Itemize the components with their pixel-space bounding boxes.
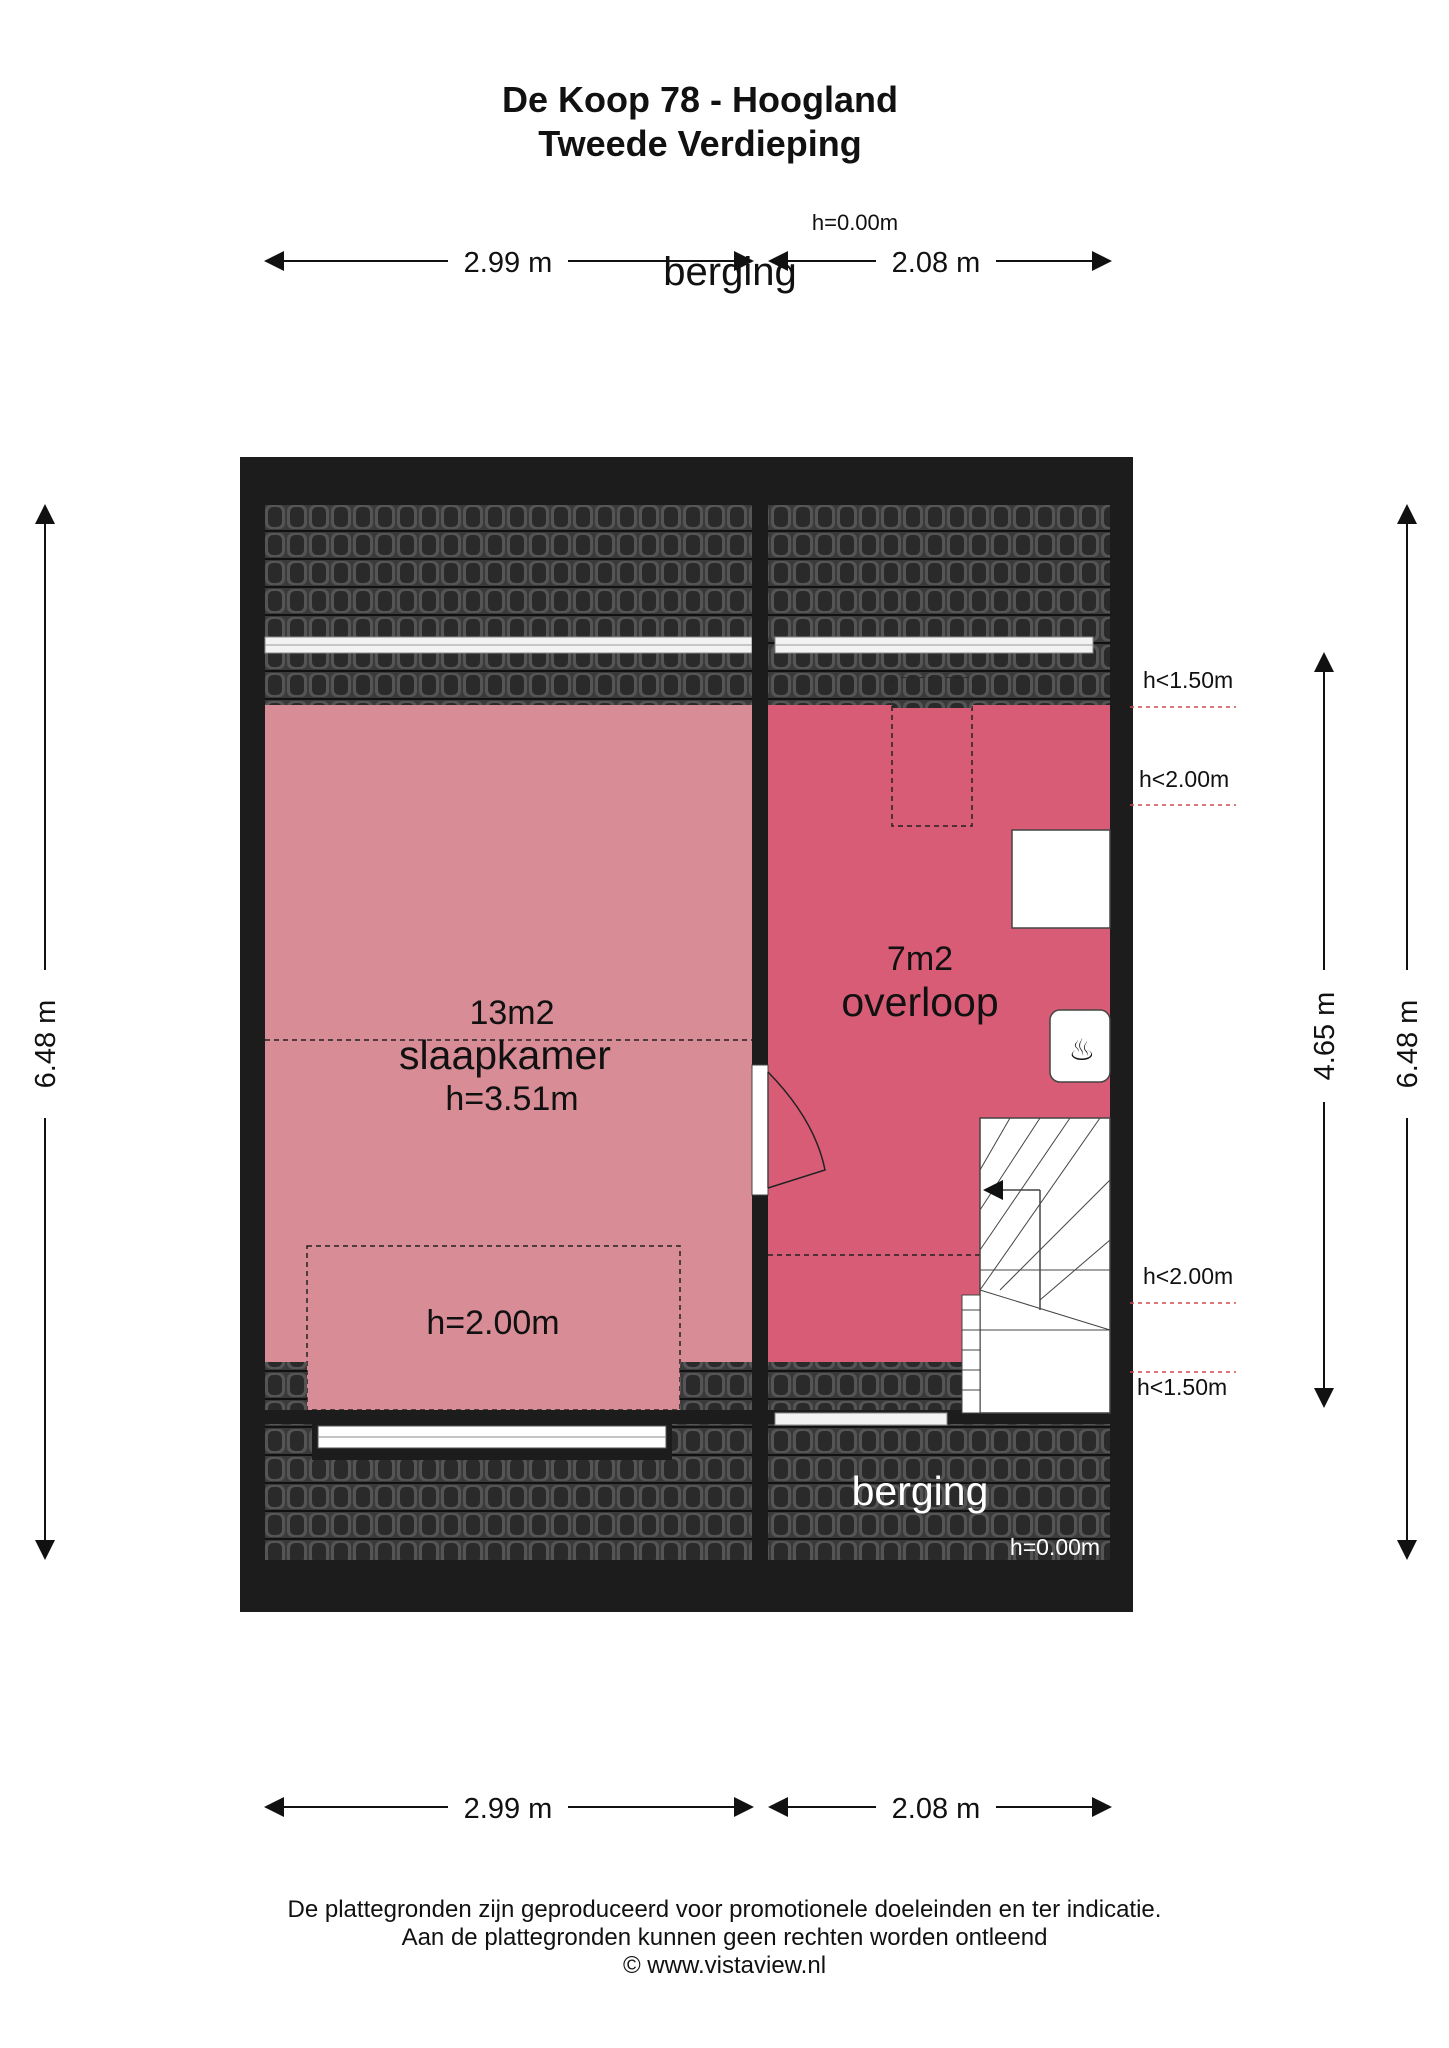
height-marker-bottom-150: h<1.50m (1137, 1374, 1227, 1400)
overloop-area: 7m2 (887, 940, 953, 978)
berging-height: h=0.00m (1010, 1534, 1100, 1560)
boiler-flame-icon: ♨ (1069, 1034, 1096, 1067)
footer-disclaimer-1: De plattegronden zijn geproduceerd voor … (287, 1896, 1162, 1923)
title-line-2: Tweede Verdieping (538, 123, 862, 164)
bottom-dimension: 2.99 m 2.08 m (264, 1793, 1112, 1825)
roof-tiles-top-left (265, 505, 752, 705)
overloop-cabinet (1011, 829, 1111, 929)
dim-left-total: 6.48 m (30, 1000, 62, 1089)
door-slaapkamer-overloop (751, 1064, 826, 1196)
ghost-berging-label: berging (663, 250, 796, 294)
slaapkamer-name: slaapkamer (399, 1032, 611, 1078)
dim-right-inner: 4.65 m (1309, 992, 1341, 1081)
height-marker-top-200: h<2.00m (1139, 766, 1229, 792)
right-inner-dimension: 4.65 m (1309, 652, 1341, 1408)
footer-disclaimer-2: Aan de plattegronden kunnen geen rechten… (401, 1924, 1048, 1951)
ghost-berging-height: h=0.00m (812, 210, 898, 235)
slaapkamer-height: h=3.51m (445, 1080, 578, 1118)
berging-name: berging (852, 1468, 989, 1514)
central-wall (752, 505, 768, 1560)
right-total-dimension: 6.48 m (1392, 504, 1424, 1560)
height-marker-bottom-200: h<2.00m (1143, 1263, 1233, 1289)
height-marker-top-150: h<1.50m (1143, 667, 1233, 693)
slaapkamer-area: 13m2 (469, 994, 554, 1032)
dim-bottom-left: 2.99 m (464, 1793, 553, 1825)
top-dimension: 2.99 m 2.08 m (264, 247, 1112, 279)
boiler-unit (1049, 1009, 1111, 1083)
footer-copyright: © www.vistaview.nl (622, 1952, 827, 1979)
dim-right-total: 6.48 m (1392, 1000, 1424, 1089)
overloop-name: overloop (841, 979, 998, 1025)
dim-bottom-right: 2.08 m (892, 1793, 981, 1825)
dim-top-right: 2.08 m (892, 247, 981, 279)
roof-tiles-top-right (768, 505, 1110, 705)
title-line-1: De Koop 78 - Hoogland (502, 79, 898, 120)
staircase (961, 1117, 1111, 1414)
left-dimension: 6.48 m (30, 504, 62, 1560)
slaapkamer-low-height: h=2.00m (426, 1304, 559, 1342)
dim-top-left: 2.99 m (464, 247, 553, 279)
roof-window-bottom-right (774, 1412, 948, 1426)
